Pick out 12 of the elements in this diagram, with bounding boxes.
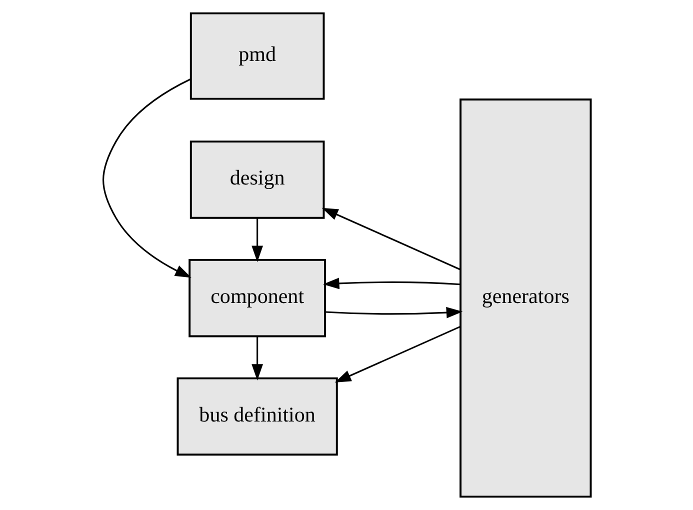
arrow	[251, 336, 263, 380]
arrow	[322, 278, 460, 290]
arrow	[102, 78, 191, 278]
arrow	[324, 306, 462, 318]
arrow	[321, 208, 460, 270]
node-box: design	[189, 140, 324, 219]
node-box: component	[188, 258, 326, 338]
node-box: generators	[459, 98, 592, 498]
arrow	[251, 218, 263, 262]
node-box: bus definition	[176, 377, 338, 456]
node-box: pmd	[189, 12, 324, 100]
arrow	[334, 326, 460, 383]
